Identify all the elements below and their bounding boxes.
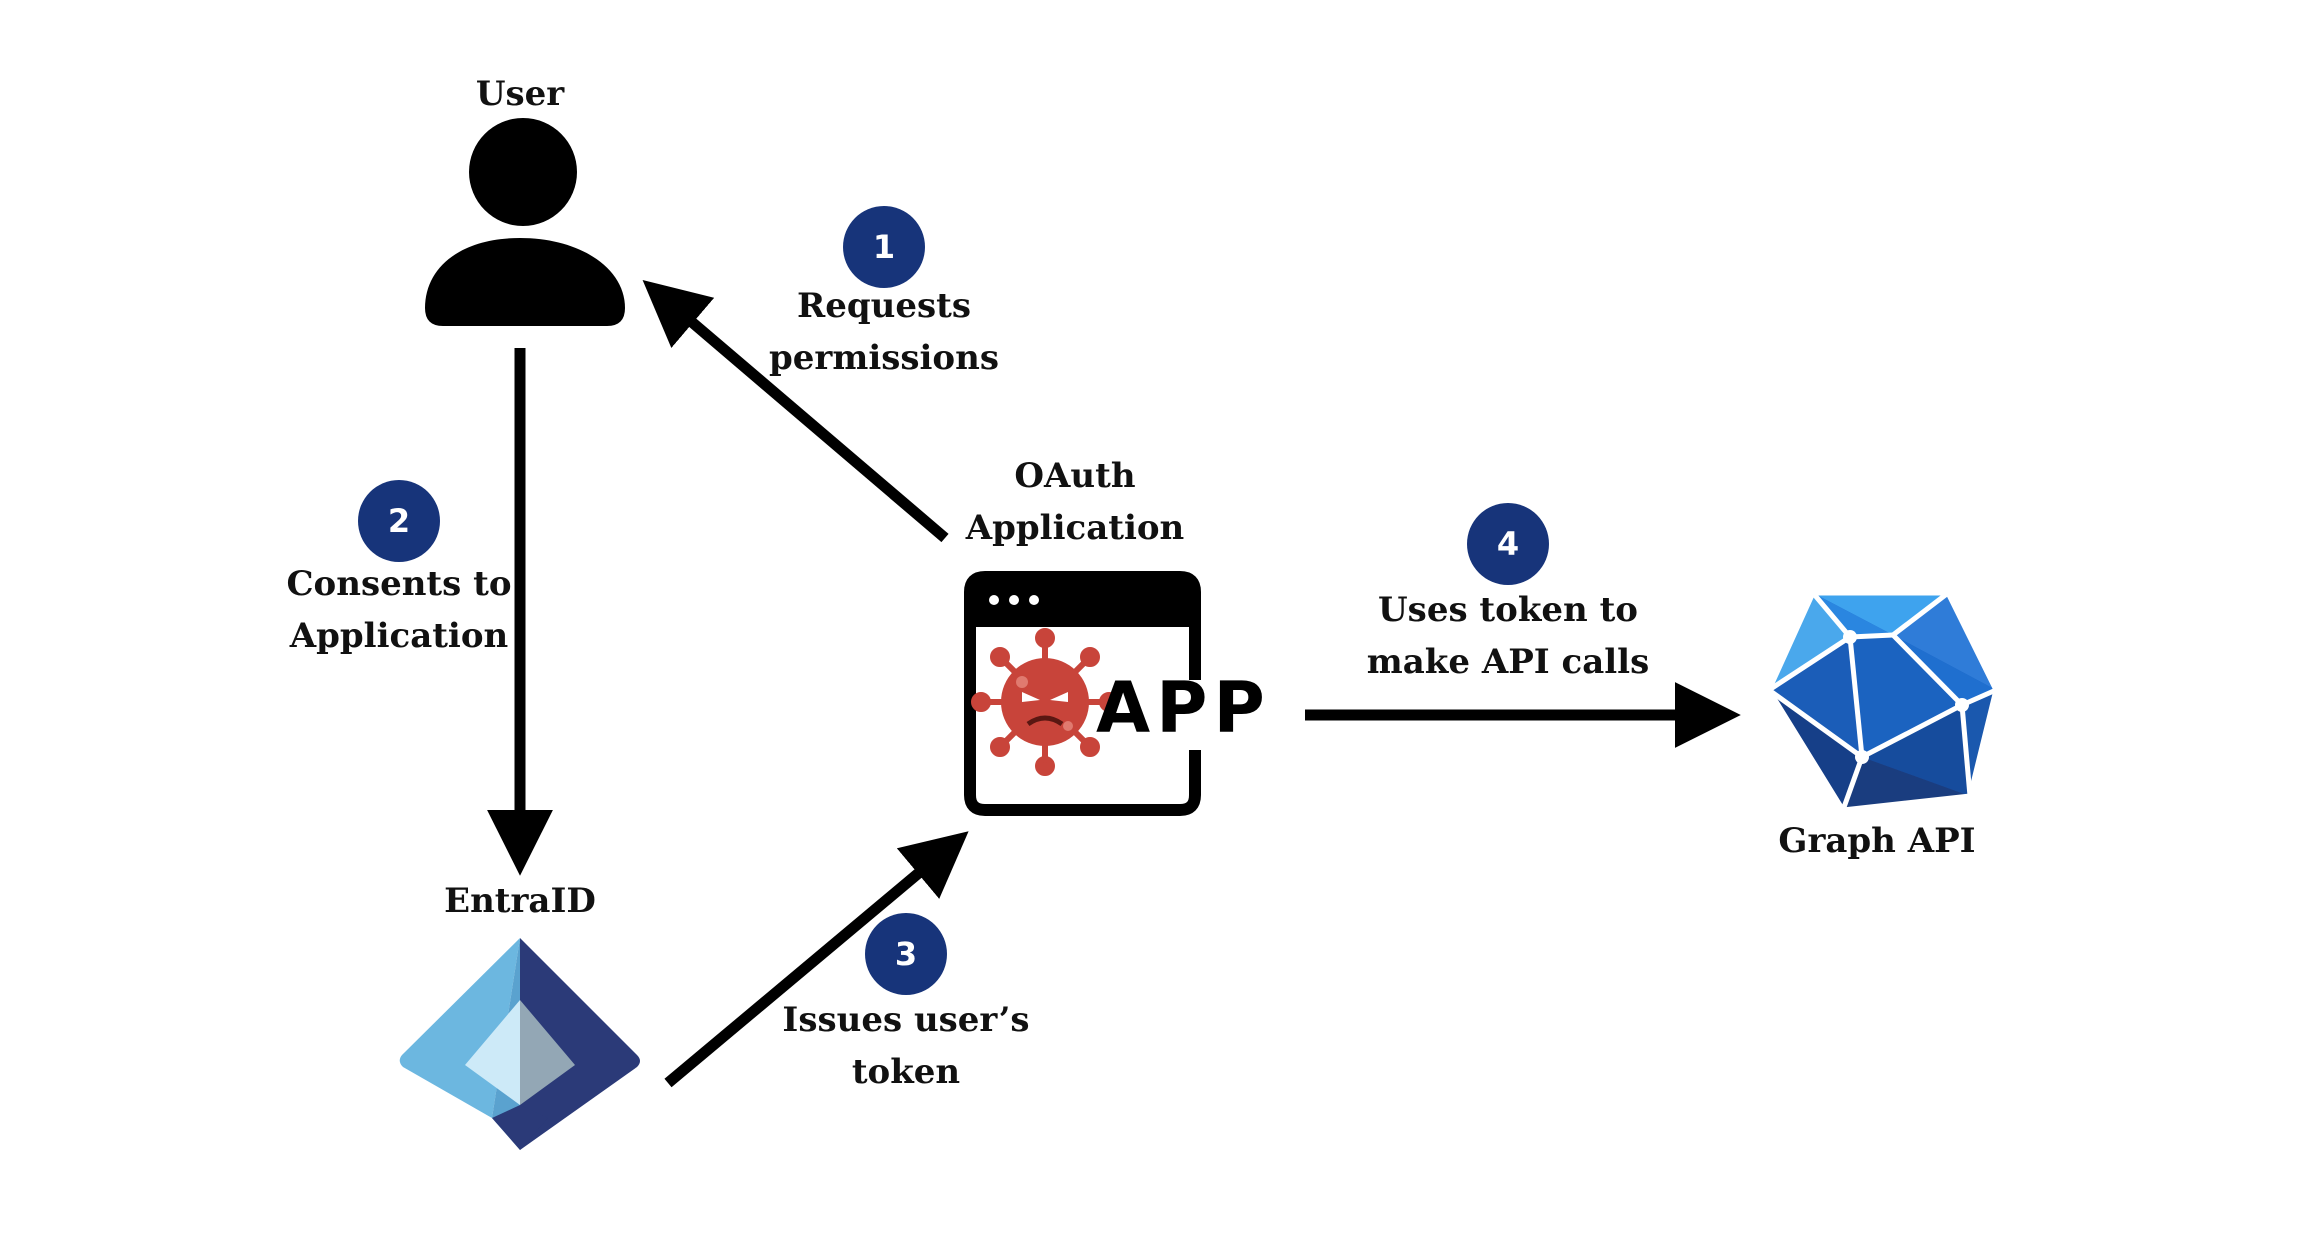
step-2-badge: 2 xyxy=(358,480,440,562)
step-4-badge: 4 xyxy=(1467,503,1549,585)
entra-label: EntraID xyxy=(444,881,596,921)
app-text: APP xyxy=(1096,667,1271,749)
oauth-app-label-line1: OAuth xyxy=(1014,456,1136,496)
step-3-label: Issues user’s token xyxy=(782,994,1029,1098)
user-label: User xyxy=(475,74,565,114)
entra-id-logo xyxy=(399,938,640,1150)
step-4-label: Uses token to make API calls xyxy=(1367,584,1649,688)
step-3-line1: Issues user’s xyxy=(782,1000,1030,1040)
malicious-app-icon xyxy=(964,571,1201,816)
arrow-entra-to-app xyxy=(664,831,969,1088)
oauth-app-label: OAuth Application xyxy=(966,450,1185,554)
step-1-line2: permissions xyxy=(769,338,999,378)
graph-api-logo xyxy=(1766,590,1999,813)
step-2-line2: Application xyxy=(289,616,509,656)
step-4-line2: make API calls xyxy=(1366,642,1650,682)
step-3-badge: 3 xyxy=(865,913,947,995)
user-icon xyxy=(425,118,625,326)
step-4-line1: Uses token to xyxy=(1378,590,1638,630)
step-2-line1: Consents to xyxy=(286,564,512,604)
step-2-label: Consents to Application xyxy=(286,558,511,662)
graph-api-label: Graph API xyxy=(1778,821,1976,861)
step-1-badge: 1 xyxy=(843,206,925,288)
step-3-line2: token xyxy=(851,1052,961,1092)
virus-icon xyxy=(971,628,1119,776)
step-1-label: Requests permissions xyxy=(769,280,999,384)
arrow-app-to-user xyxy=(642,280,949,543)
oauth-app-label-line2: Application xyxy=(965,508,1185,548)
step-1-line1: Requests xyxy=(796,286,972,326)
